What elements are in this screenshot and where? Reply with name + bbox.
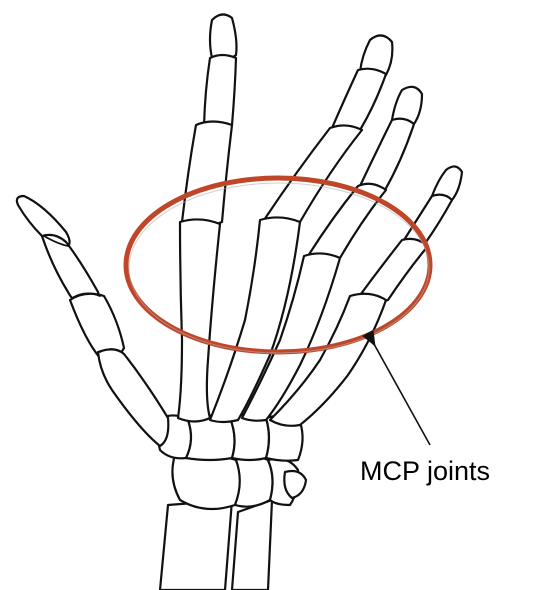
thumb-bones xyxy=(17,196,168,446)
index-finger-bones xyxy=(178,14,237,421)
pointer-arrow-icon xyxy=(374,344,430,445)
carpal-bones xyxy=(158,414,306,509)
forearm-bones xyxy=(160,500,272,590)
mcp-joints-label: MCP joints xyxy=(360,456,490,486)
